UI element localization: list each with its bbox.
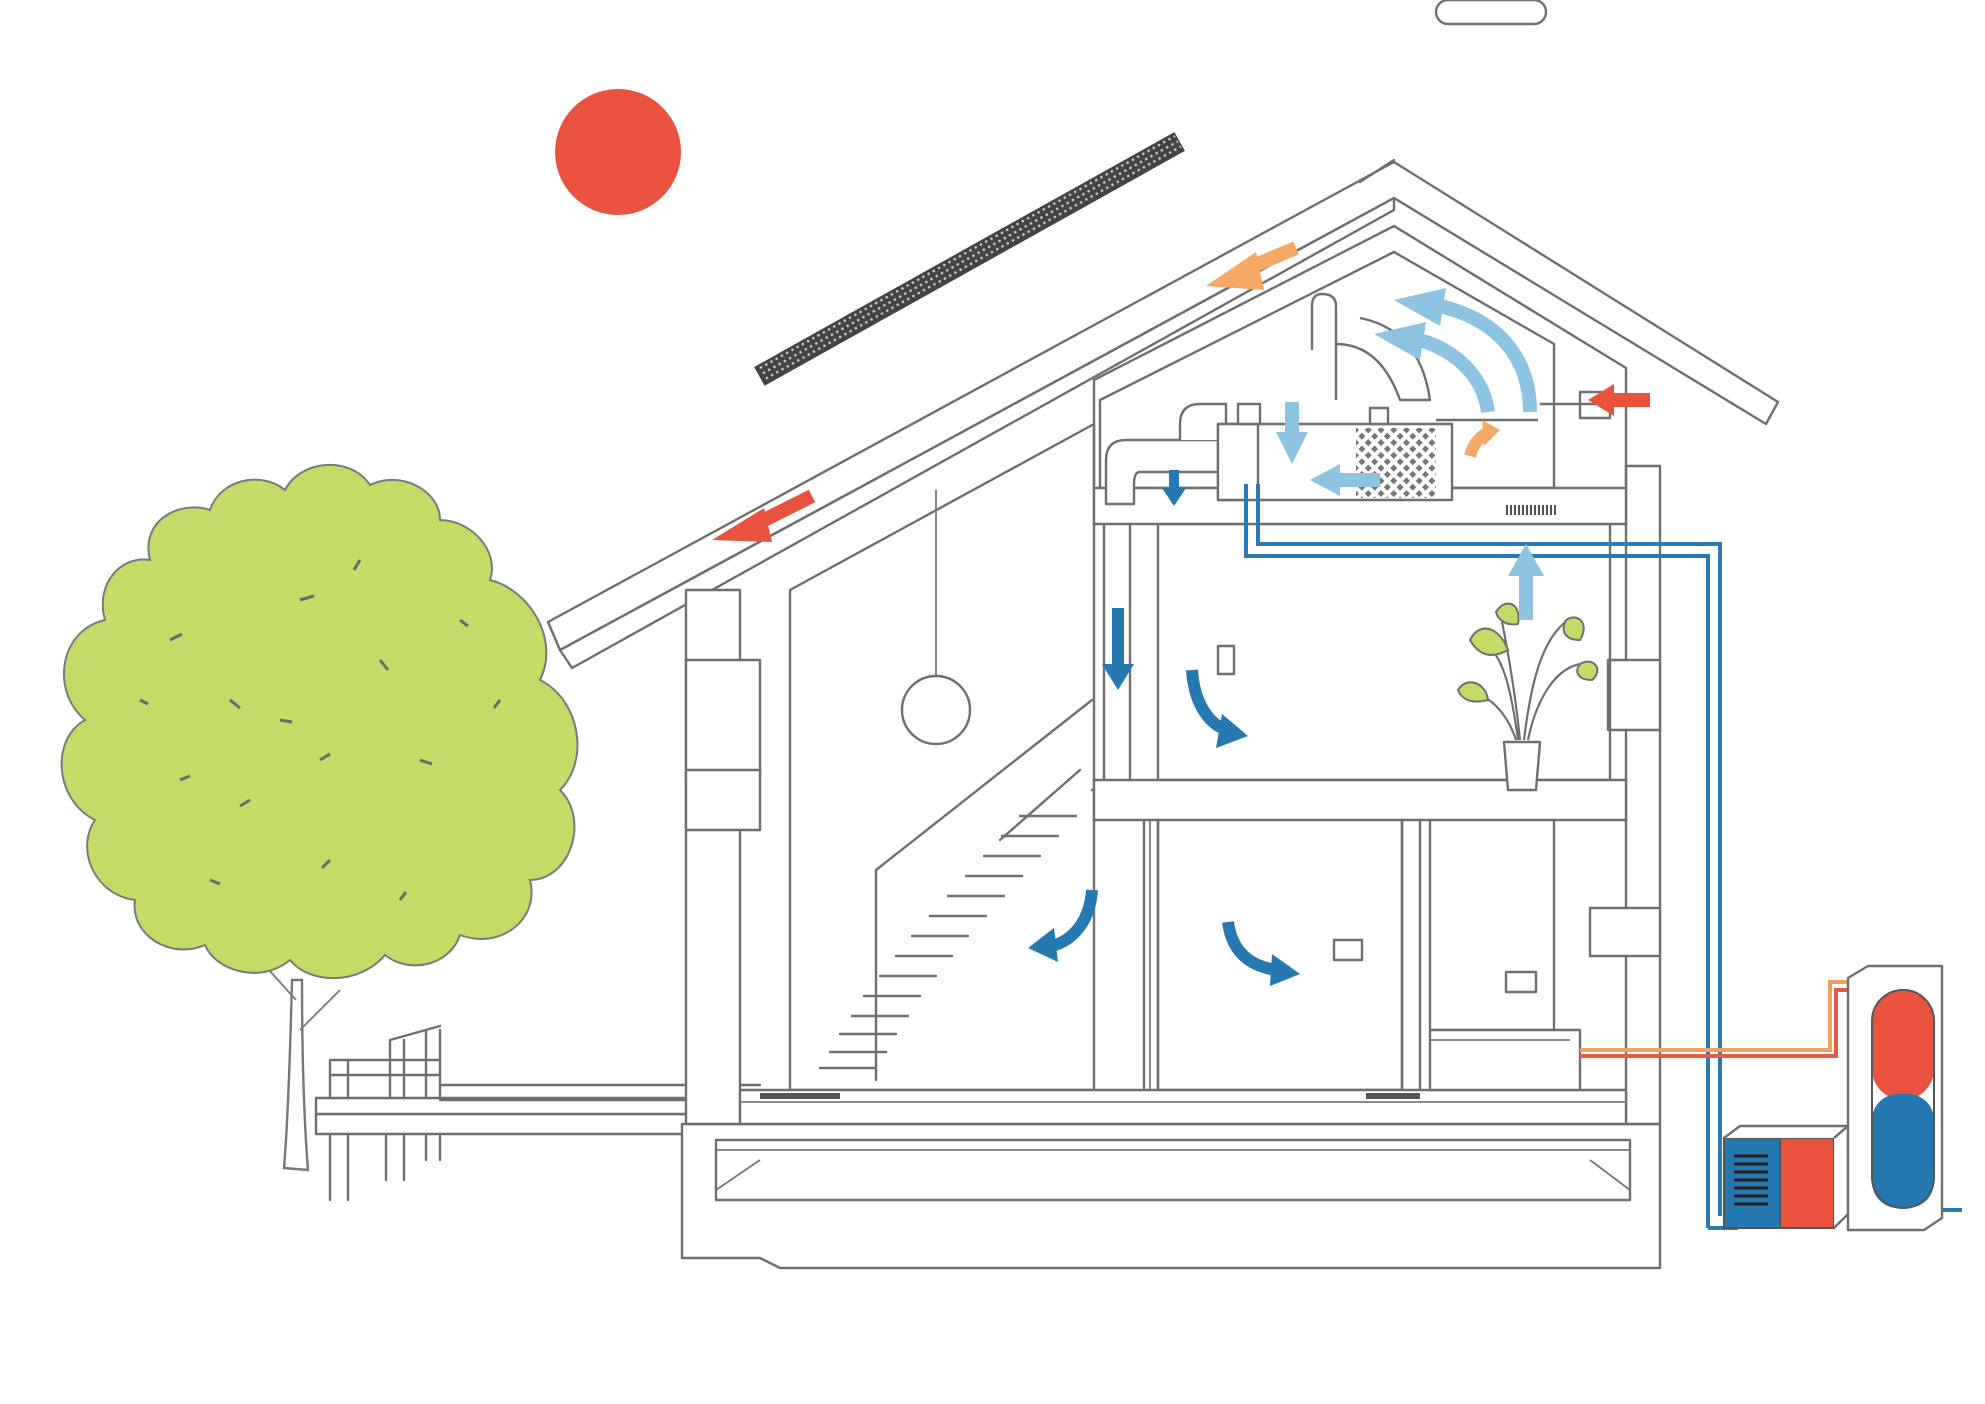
foundation (680, 1122, 1662, 1270)
potted-plant-icon (1456, 602, 1599, 792)
roof-exhaust-arrow (712, 489, 816, 542)
pendant-lamp (900, 490, 972, 746)
roof-intake-arrow (1206, 241, 1299, 290)
wall-outlet (1504, 970, 1538, 994)
attic-fresh-air-arrow (1588, 384, 1650, 416)
hot-water-tank-icon (1846, 964, 1944, 1232)
attic-circulation-arrow-2 (1374, 322, 1495, 414)
house-body (684, 224, 1662, 1126)
downstairs-supply-arrow (1028, 470, 1300, 986)
solar-panel-icon (754, 132, 1185, 386)
staircase (818, 698, 1094, 1082)
wall-outlet (1216, 644, 1236, 676)
warm-air-unit-arrow (1464, 420, 1500, 458)
tree-icon (60, 463, 579, 1172)
sun-icon (555, 89, 681, 215)
heat-pump-icon (1723, 1124, 1850, 1229)
attic-circulation-arrow-1 (1394, 288, 1537, 413)
upstairs-rising-arrow (1508, 544, 1544, 620)
unit-airflow-arrow (1276, 402, 1380, 496)
wall-outlet (1332, 938, 1364, 962)
roof (546, 158, 1780, 670)
heat-exchanger-icon (1356, 428, 1436, 498)
